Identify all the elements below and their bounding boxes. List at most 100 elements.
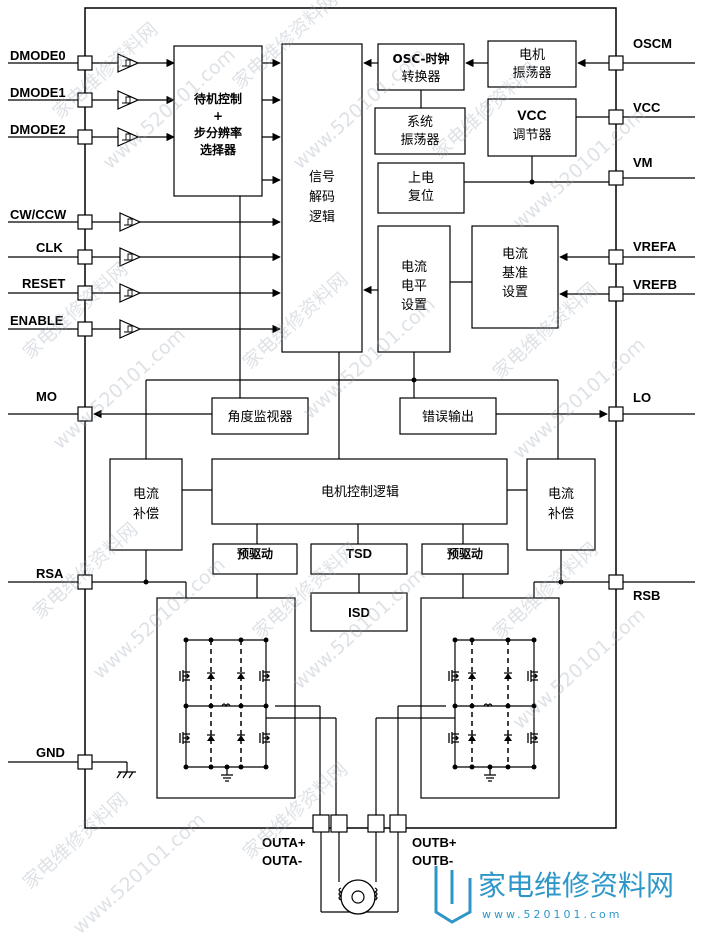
- tsd-label: TSD: [346, 546, 372, 561]
- pin-label-rsa: RSA: [36, 566, 64, 581]
- pin-pad-outb-minus: [389, 814, 407, 833]
- standby-selector-block: [173, 45, 263, 197]
- pin-pad-vrefb: [608, 286, 624, 302]
- pin-label-dmode0: DMODE0: [10, 48, 66, 63]
- site-logo-icon: [434, 866, 472, 924]
- por-line1: 上电: [408, 171, 434, 186]
- comp-right-line2: 补偿: [548, 507, 574, 522]
- sys-osc-line2: 振荡器: [400, 133, 439, 148]
- comp-right-line1: 电流: [548, 487, 574, 502]
- pin-pad-mo: [77, 406, 93, 422]
- isd-block: [310, 592, 408, 632]
- osc-clock-converter-block: [377, 43, 465, 91]
- h-bridge-left: [156, 597, 337, 815]
- comp-left-line2: 补偿: [133, 507, 159, 522]
- decoder-line3: 逻辑: [309, 210, 335, 225]
- pin-label-outa-minus: OUTA-: [262, 853, 302, 868]
- pin-label-outa-plus: OUTA+: [262, 835, 306, 850]
- pin-label-vm: VM: [633, 155, 653, 170]
- current-comp-left-block: [109, 458, 183, 551]
- pin-pad-lo: [608, 406, 624, 422]
- pin-pad-gnd: [77, 754, 93, 770]
- por-line2: 复位: [408, 189, 434, 204]
- pin-pad-vm: [608, 170, 624, 186]
- pin-label-vrefa: VREFA: [633, 239, 677, 254]
- motor-oscillator-block: [487, 40, 577, 88]
- power-on-reset-block: [377, 162, 465, 214]
- pin-label-rsb: RSB: [633, 588, 660, 603]
- pin-label-oscm: OSCM: [633, 36, 672, 51]
- pin-label-outb-plus: OUTB+: [412, 835, 457, 850]
- vcc-reg-sub: 调节器: [512, 128, 551, 143]
- pin-pad-dmode2: [77, 129, 93, 145]
- signal-decoder-block: [281, 43, 363, 353]
- site-logo: 家电维修资料网 www.520101.com: [434, 866, 674, 924]
- motor-osc-line1: 电机: [519, 48, 545, 63]
- error-output-block: [399, 397, 497, 435]
- sys-osc-line1: 系统: [407, 115, 433, 130]
- standby-line4: 选择器: [200, 142, 237, 157]
- error-output-label: 错误输出: [422, 409, 474, 425]
- angle-monitor-label: 角度监视器: [227, 409, 292, 425]
- cur-level-line1: 电流: [401, 260, 427, 275]
- pin-pad-enable: [77, 321, 93, 337]
- pin-pad-clk: [77, 249, 93, 265]
- cur-ref-line3: 设置: [502, 285, 528, 300]
- standby-line3: 步分辨率: [194, 125, 242, 140]
- pin-label-enable: ENABLE: [10, 313, 64, 328]
- pin-pad-cwccw: [77, 214, 93, 230]
- pin-label-outb-minus: OUTB-: [412, 853, 453, 868]
- pin-pad-vrefa: [608, 249, 624, 265]
- predriver-left-block: [212, 543, 298, 575]
- pin-label-cwccw: CW/CCW: [10, 207, 67, 222]
- cur-ref-line2: 基准: [502, 266, 528, 281]
- logo-text: 家电维修资料网: [478, 869, 674, 902]
- motor-osc-line2: 振荡器: [512, 66, 551, 81]
- standby-line2: +: [213, 109, 223, 123]
- logo-url: www.520101.com: [482, 908, 622, 921]
- current-reference-block: [471, 225, 559, 329]
- predriver-left-label: 预驱动: [237, 547, 273, 561]
- decoder-line2: 解码: [309, 190, 335, 205]
- osc-clock-line1: OSC-时钟: [393, 51, 450, 66]
- left-pins: DMODE0 DMODE1 DMODE2 CW/CCW CLK RESET EN…: [8, 48, 93, 770]
- pin-label-dmode2: DMODE2: [10, 122, 66, 137]
- angle-monitor-block: [211, 397, 309, 435]
- isd-label: ISD: [348, 605, 370, 620]
- pin-label-clk: CLK: [36, 240, 63, 255]
- pin-pad-dmode0: [77, 55, 93, 71]
- predriver-right-label: 预驱动: [447, 547, 483, 561]
- right-pins: OSCM VCC VM VREFA VREFB LO RSB: [608, 36, 695, 603]
- pin-label-mo: MO: [36, 389, 57, 404]
- system-oscillator-block: [374, 107, 466, 155]
- pin-pad-oscm: [608, 55, 624, 71]
- pin-pad-outa-minus: [330, 814, 348, 833]
- watermark-text: 家电维修资料网: [19, 788, 133, 893]
- pin-label-vrefb: VREFB: [633, 277, 677, 292]
- pin-pad-rsb: [608, 574, 624, 590]
- pin-pad-outa-plus: [312, 814, 330, 833]
- input-buffers: [92, 53, 281, 339]
- pin-label-gnd: GND: [36, 745, 65, 760]
- pin-label-vcc: VCC: [633, 100, 661, 115]
- motor-control-logic-block: [211, 458, 508, 525]
- vcc-reg-title: VCC: [517, 107, 547, 123]
- pin-label-dmode1: DMODE1: [10, 85, 66, 100]
- motor-icon: [340, 879, 376, 915]
- current-comp-right-block: [526, 458, 596, 551]
- pin-label-lo: LO: [633, 390, 651, 405]
- cur-level-line3: 设置: [401, 298, 427, 313]
- pin-label-reset: RESET: [22, 276, 65, 291]
- cur-ref-line1: 电流: [502, 247, 528, 262]
- standby-line1: 待机控制: [194, 91, 242, 106]
- h-bridge-right: [375, 597, 560, 815]
- predriver-right-block: [421, 543, 509, 575]
- comp-left-line1: 电流: [133, 487, 159, 502]
- decoder-line1: 信号: [309, 170, 335, 185]
- osc-clock-line2: 转换器: [401, 70, 440, 85]
- vcc-regulator-block: [487, 98, 577, 157]
- pin-pad-outb-plus: [367, 814, 385, 833]
- tsd-block: [310, 543, 408, 575]
- cur-level-line2: 电平: [401, 279, 427, 294]
